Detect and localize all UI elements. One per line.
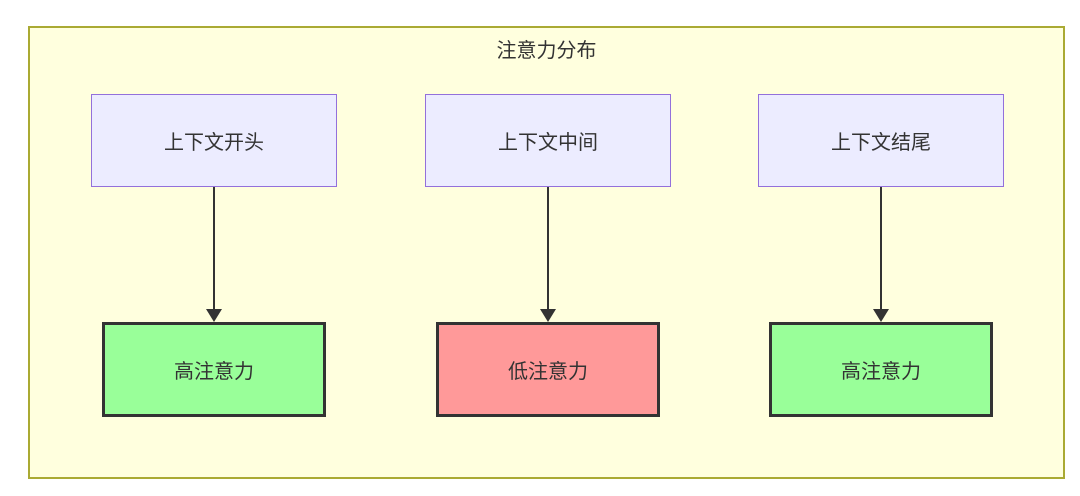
arrow-down-icon [873,187,889,322]
arrow-down-icon [206,187,222,322]
node-context-start: 上下文开头 [91,94,337,187]
node-low-attention: 低注意力 [436,322,660,417]
diagram-title: 注意力分布 [496,40,597,62]
arrow-shaft [880,187,882,310]
node-context-end: 上下文结尾 [758,94,1004,187]
arrow-down-icon [540,187,556,322]
arrow-head-icon [206,309,222,322]
flow-column-context-middle: 上下文中间 低注意力 [425,94,671,417]
flow-column-context-start: 上下文开头 高注意力 [91,94,337,417]
arrow-shaft [213,187,215,310]
arrow-head-icon [873,309,889,322]
node-high-attention-2: 高注意力 [769,322,993,417]
arrow-head-icon [540,309,556,322]
attention-distribution-cluster: 注意力分布 上下文开头 高注意力 上下文中间 低注意力 上下文结尾 高注意力 [28,26,1065,479]
node-high-attention-1: 高注意力 [102,322,326,417]
flow-column-context-end: 上下文结尾 高注意力 [758,94,1004,417]
node-context-middle: 上下文中间 [425,94,671,187]
arrow-shaft [547,187,549,310]
